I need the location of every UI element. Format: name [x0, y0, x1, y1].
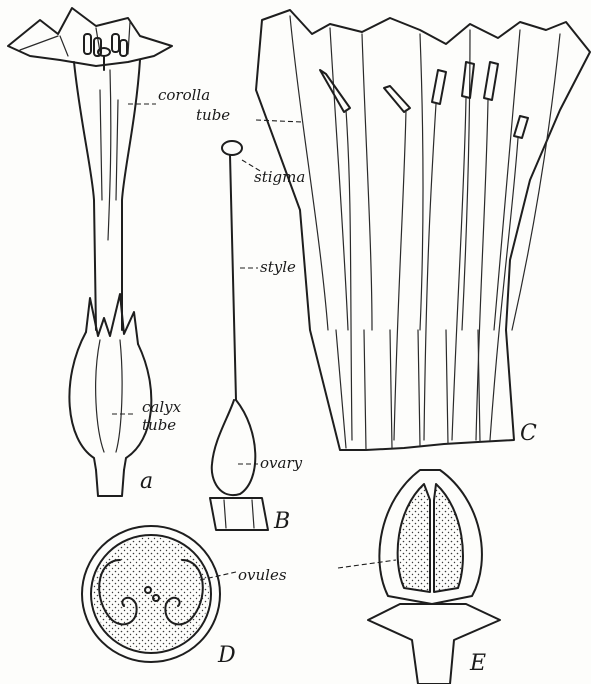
ovary-cross-section-d [82, 526, 220, 662]
label-calyx-tube: tube [142, 416, 176, 434]
corolla-opened-c [256, 10, 590, 450]
letter-a: a [140, 469, 153, 494]
letter-e: E [469, 651, 486, 676]
flower-a-calyx [69, 294, 151, 470]
label-corolla: corolla [158, 86, 210, 104]
style-shape [230, 155, 236, 400]
label-calyx: calyx [142, 398, 182, 416]
stigma-shape [222, 141, 242, 155]
corolla-c-stamens [320, 62, 528, 440]
label-corolla-tube: tube [196, 106, 230, 124]
label-ovary: ovary [260, 454, 303, 472]
label-stigma: stigma [254, 168, 305, 186]
letter-d: D [217, 643, 236, 668]
ovary-shape [212, 400, 256, 495]
label-style: style [260, 258, 296, 276]
letter-c: C [520, 421, 537, 446]
letter-b: B [273, 509, 290, 534]
label-ovules: ovules [238, 566, 287, 584]
